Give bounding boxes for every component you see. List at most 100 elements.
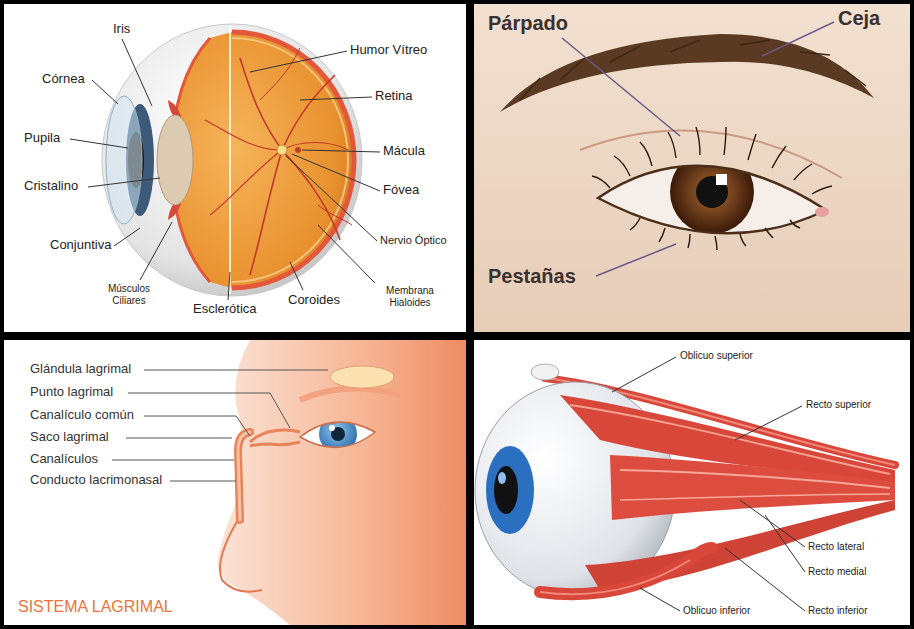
panel	[474, 4, 910, 332]
face-profile	[300, 389, 400, 400]
eyeball-section	[102, 24, 362, 296]
part-label: Recto superior	[806, 399, 871, 411]
part-label: Iris	[113, 22, 130, 37]
part-label: Coroides	[288, 293, 340, 308]
eyeball-section	[282, 75, 335, 150]
eye-face	[670, 150, 754, 234]
panel	[474, 340, 910, 625]
part-label: Pupila	[24, 131, 60, 146]
eyeball-section	[229, 26, 231, 294]
panel	[4, 340, 466, 625]
leader-line	[612, 357, 676, 392]
part-label: Esclerótica	[193, 302, 257, 317]
leader-line	[762, 22, 834, 56]
face-profile	[238, 432, 250, 520]
eyeball-section	[295, 147, 301, 153]
leader-line	[114, 228, 140, 246]
leader-line	[88, 178, 160, 187]
eye-face	[772, 146, 786, 168]
leader-line	[128, 393, 290, 428]
leader-line	[122, 39, 152, 106]
part-label: Canalículos	[30, 452, 98, 467]
part-label: Recto medial	[808, 566, 866, 578]
leader-line	[740, 500, 805, 547]
part-label: Saco lagrimal	[30, 430, 109, 445]
leader-line	[126, 438, 232, 439]
face-profile	[300, 422, 375, 447]
part-label: Pestañas	[488, 265, 576, 288]
face-profile	[329, 425, 335, 431]
eye-face	[592, 176, 610, 188]
eyeball-section	[172, 32, 354, 288]
eye-face	[614, 156, 630, 176]
leader-line	[228, 272, 230, 300]
eye-face	[668, 132, 676, 158]
leader-line	[725, 548, 805, 611]
part-label: Canalículo común	[30, 408, 134, 423]
leader-line	[292, 154, 380, 191]
eye-face	[630, 218, 640, 230]
eyeball-section	[318, 205, 352, 225]
eye-muscles	[620, 494, 890, 500]
eye-face	[696, 127, 700, 155]
eye-face	[500, 34, 874, 250]
leader-line	[562, 22, 834, 276]
leader-line	[144, 370, 328, 371]
leader-line	[70, 39, 380, 300]
leader-line	[612, 357, 805, 611]
eye-face	[815, 207, 829, 217]
face-profile	[217, 340, 466, 625]
leader-line	[735, 406, 802, 440]
eye-face	[740, 40, 770, 45]
leader-line	[318, 225, 375, 283]
eyeball-section	[210, 150, 282, 215]
leader-line	[112, 370, 328, 481]
part-label: Córnea	[42, 72, 85, 87]
eye-face	[520, 40, 866, 100]
part-label: Humor Vítreo	[350, 43, 427, 58]
part-label: Conjuntiva	[50, 238, 111, 253]
part-label: Cristalino	[24, 179, 78, 194]
face-profile	[330, 366, 394, 388]
eye-muscles	[585, 500, 895, 590]
part-label: Recto lateral	[808, 541, 864, 553]
eyeball-section	[282, 143, 348, 151]
part-label: Membrana Hialoides	[376, 285, 444, 308]
eye-face	[500, 34, 874, 112]
part-label: Oblicuo superior	[680, 350, 753, 362]
eye-face	[845, 70, 866, 86]
eye-face	[592, 127, 832, 250]
part-label: Párpado	[488, 12, 568, 35]
eyeball-section	[205, 120, 282, 150]
eye-face	[748, 134, 756, 160]
leader-line	[92, 80, 118, 104]
part-label: Recto inferior	[808, 605, 867, 617]
face-profile	[220, 520, 262, 592]
part-label: Conducto lacrimonasal	[30, 473, 162, 488]
eye-face	[715, 236, 717, 250]
eye-face	[790, 220, 800, 228]
eye-face	[800, 52, 830, 55]
eyeball-section	[102, 24, 362, 296]
leader-line	[250, 51, 347, 72]
eyeball-section	[232, 32, 354, 288]
eye-face	[520, 78, 540, 100]
eye-muscles	[498, 472, 506, 484]
eye-face	[670, 150, 754, 234]
leader-line	[140, 222, 172, 280]
leader-line	[144, 416, 250, 436]
part-label: Nervio Óptico	[380, 234, 447, 247]
part-label: Ceja	[838, 7, 880, 30]
eye-face	[560, 58, 585, 80]
leader-line	[640, 588, 680, 611]
eye-face	[688, 234, 690, 248]
leader-line	[112, 460, 234, 461]
eye-muscles	[531, 364, 559, 380]
face-profile	[250, 442, 300, 446]
eye-face	[670, 40, 700, 52]
eye-face	[598, 166, 826, 234]
leader-line	[300, 97, 372, 100]
